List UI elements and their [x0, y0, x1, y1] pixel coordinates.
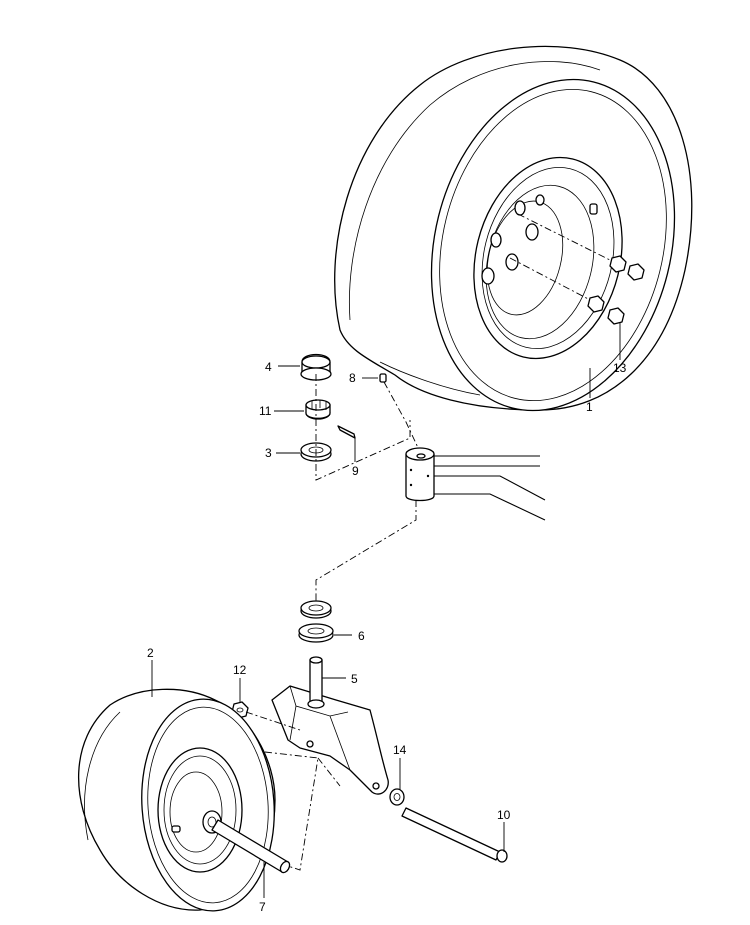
part-7-axle-tube	[211, 819, 291, 874]
leader-lines	[151, 322, 621, 898]
callout-labels: 1 2 3 4 5 6 7 8 9 10 11 12 13 14	[147, 360, 627, 914]
callout-8: 8	[349, 371, 356, 385]
assembly-line-upper	[315, 374, 411, 481]
callout-12: 12	[233, 663, 247, 677]
callout-11: 11	[259, 404, 272, 418]
part-5-caster-fork	[271, 656, 389, 795]
assembly-line-nut	[245, 711, 301, 731]
part-9-cotter-pin	[337, 425, 356, 439]
callout-2: 2	[147, 646, 154, 660]
assembly-line-fork	[317, 757, 341, 787]
assembly-line-lower	[315, 500, 417, 610]
part-14-washer	[389, 788, 405, 806]
assembly-line-axle	[264, 751, 319, 871]
part-11-castle-nut	[305, 399, 331, 420]
callout-1: 1	[586, 400, 593, 414]
callout-5: 5	[351, 672, 358, 686]
callout-7: 7	[259, 900, 266, 914]
callout-10: 10	[497, 808, 511, 822]
part-2-caster-wheel	[78, 688, 276, 912]
part-8-grease-fitting	[379, 373, 387, 383]
callout-13: 13	[613, 361, 627, 375]
callout-3: 3	[265, 446, 272, 460]
part-10-axle-bolt	[401, 807, 508, 863]
part-6-bearing	[298, 600, 334, 643]
part-13-lug-nuts	[509, 213, 645, 325]
callout-9: 9	[352, 464, 359, 478]
part-1-rear-wheel	[334, 45, 693, 412]
caster-frame-tube	[405, 447, 546, 521]
assembly-line-fitting	[383, 381, 421, 453]
callout-4: 4	[265, 360, 272, 374]
callout-14: 14	[393, 743, 407, 757]
callout-6: 6	[358, 629, 365, 643]
